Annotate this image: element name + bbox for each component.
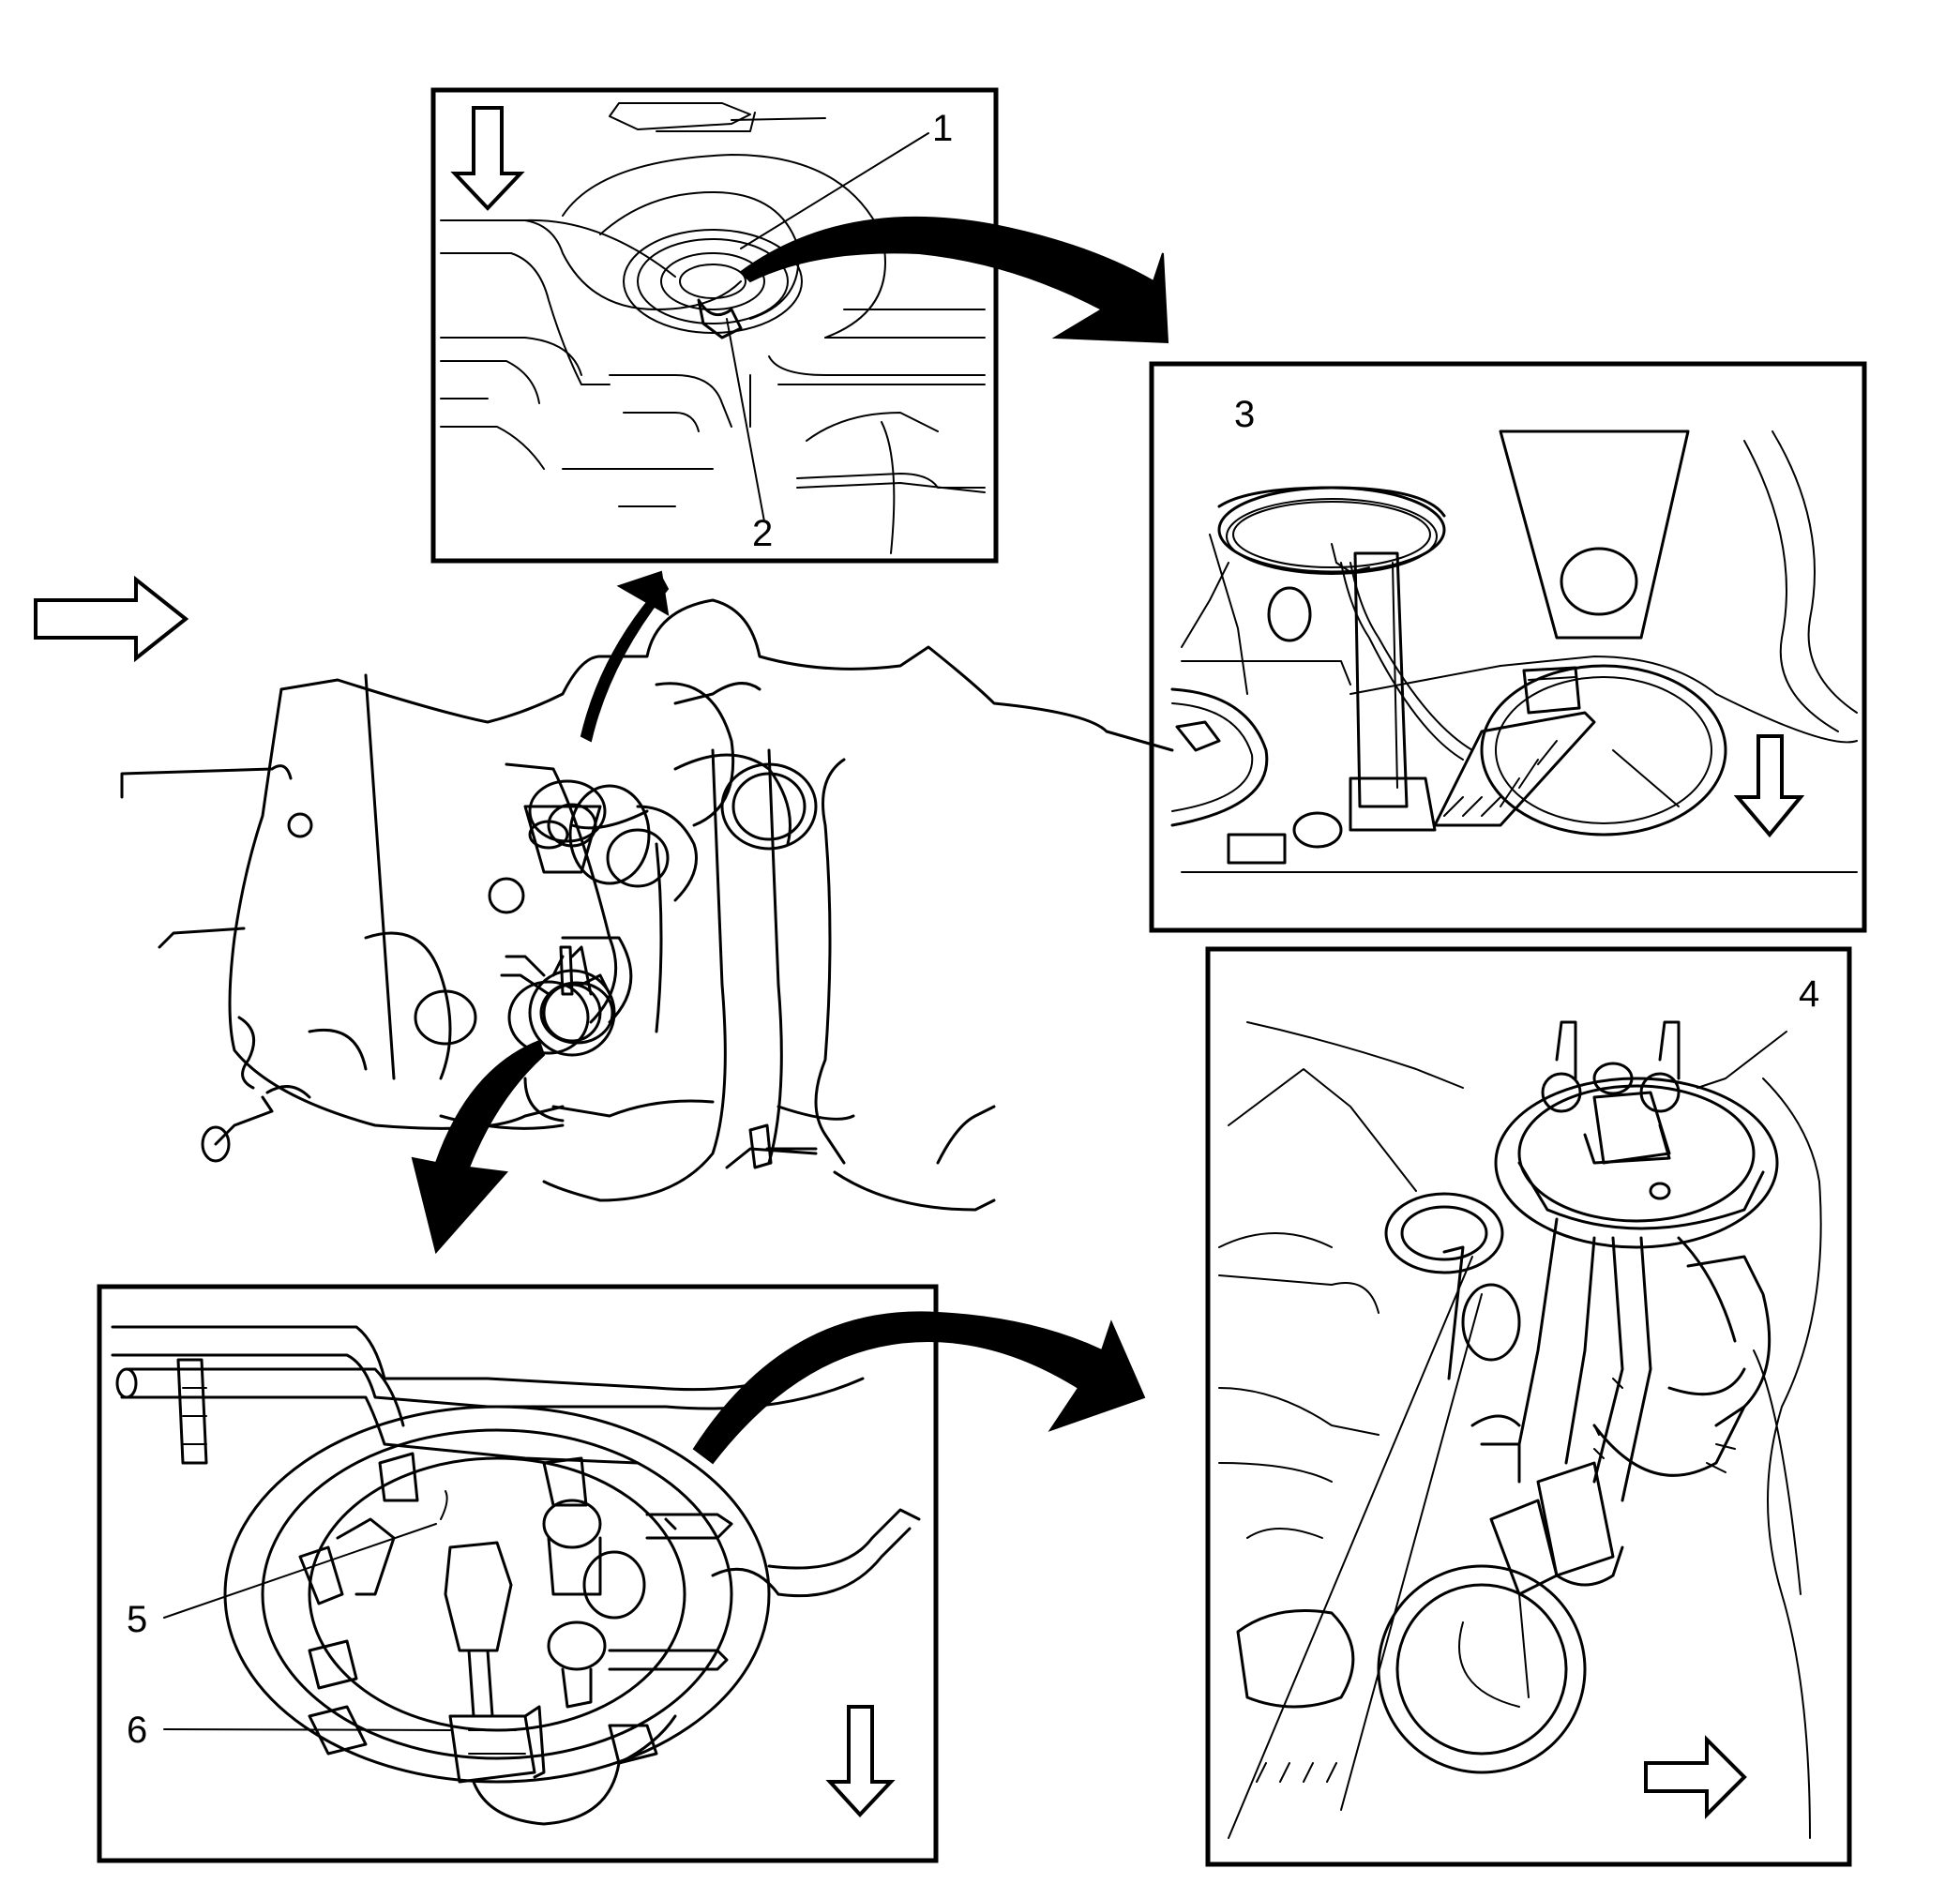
callout-3: 3 (1234, 394, 1255, 435)
hollow-down-arrow-icon (450, 106, 525, 211)
panel-right-lock-ring: 3 (1149, 361, 1867, 933)
panel-bottom-right-module-removed: 4 (1205, 946, 1852, 1867)
fuel-tank (120, 598, 1174, 1212)
hollow-down-arrow-icon (825, 1705, 896, 1817)
hollow-right-arrow-icon (34, 575, 189, 663)
curved-flow-arrow-icon (616, 570, 670, 616)
curved-flow-arrow-icon (411, 1039, 546, 1255)
callout-2: 2 (752, 513, 773, 554)
curved-flow-arrow-icon (692, 1311, 1146, 1465)
callout-5: 5 (127, 1599, 147, 1640)
hollow-down-arrow-icon (1733, 734, 1805, 838)
hollow-right-arrow-icon (1644, 1735, 1747, 1819)
panel-top-sender-cover: 1 2 (430, 87, 999, 564)
callout-1: 1 (932, 108, 953, 149)
callout-4: 4 (1799, 973, 1819, 1015)
curved-flow-arrow-icon (739, 216, 1169, 344)
callout-6: 6 (127, 1710, 147, 1751)
